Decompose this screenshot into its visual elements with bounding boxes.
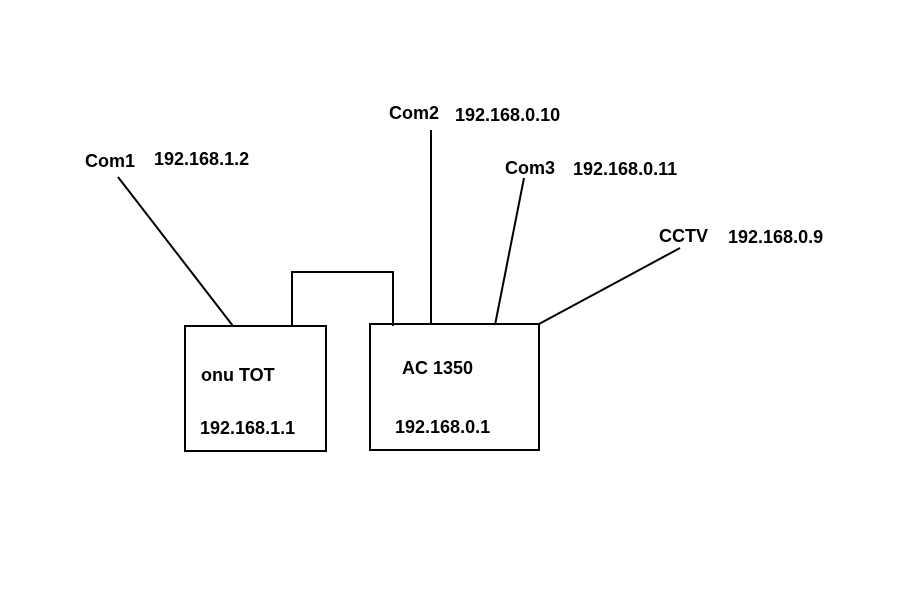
onu-device-box: [184, 325, 327, 452]
com1-name: Com1: [85, 151, 136, 171]
onu-to-router-link: [291, 271, 394, 326]
cctv-ip: 192.168.0.9: [728, 227, 824, 247]
onu-ip: 192.168.1.1: [200, 418, 296, 438]
router-name: AC 1350: [402, 358, 474, 378]
router-device-box: [369, 323, 540, 451]
onu-name: onu TOT: [201, 365, 275, 385]
com2-name: Com2: [389, 103, 440, 123]
com3-to-router-link: [494, 177, 525, 326]
com3-ip: 192.168.0.11: [573, 159, 678, 179]
cctv-name: CCTV: [659, 226, 708, 246]
com1-to-onu-link: [117, 176, 234, 327]
com1-ip: 192.168.1.2: [154, 149, 250, 169]
cctv-to-router-link: [538, 247, 681, 325]
router-ip: 192.168.0.1: [395, 417, 491, 437]
com3-name: Com3: [505, 158, 556, 178]
com2-ip: 192.168.0.10: [455, 105, 561, 125]
